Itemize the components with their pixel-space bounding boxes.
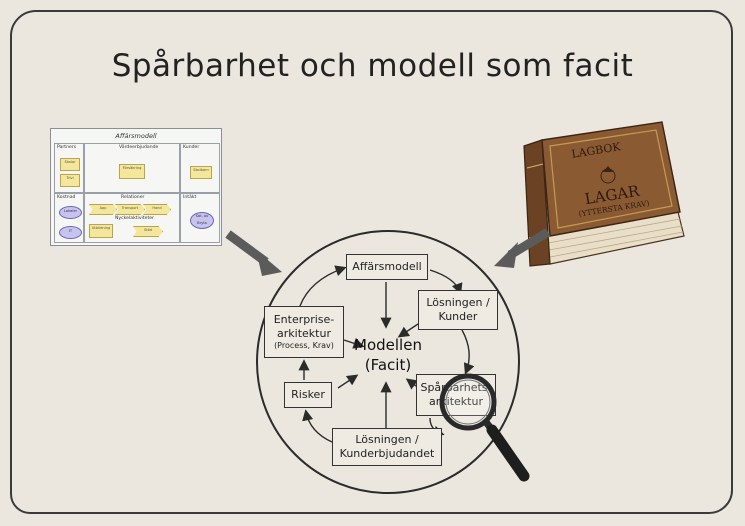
center-facit-label: (Facit) [364,355,412,374]
arrow-from-canvas [225,230,282,276]
sticky-note: Trivi [60,174,80,187]
canvas-costs-cell: Kostnad Lokaler IT [54,193,84,243]
box-losningen2-label: Lösningen / [355,433,419,447]
box-kunderbjudandet: Lösningen / Kunderbjudandet [332,428,442,466]
business-model-canvas: Affärsmodell Partners Skolor Trivi Värde… [50,128,222,246]
box-affarsmodell-label: Affärsmodell [352,260,422,274]
arrow-from-book [494,228,551,268]
sticky-note: Utbildning [89,224,113,238]
box-sparbarhet-label: Spårbarhets- [420,381,491,395]
arrow-right-to-center [397,323,419,338]
cost-oval: IT [59,226,82,239]
arrow-kunderbjudandet-to-risker [302,409,333,443]
sticky-note: Skolbarn [190,166,212,179]
box-process-krav-label: (Process, Krav) [274,340,334,350]
canvas-heading: Affärsmodell [115,132,157,140]
canvas-costs-label: Kostnad [57,195,76,200]
center-model-label: Modellen [354,336,422,354]
box-kunder-label: Kunder [438,310,478,323]
revenue-oval: Sat. av Bryta [190,212,214,229]
sticky-note: Försäkring [119,164,145,179]
page-title: Spårbarhet och modell som facit [111,48,634,84]
canvas-customers-cell: Kunder Skolbarn [180,143,220,193]
center-model: Modellen (Facit) [340,336,436,375]
canvas-customers-label: Kunder [183,145,200,150]
arrow-risker-to-center [337,374,359,389]
box-enterprise-label: Enterprise- [273,313,335,327]
canvas-activities-label: Nyckelaktiviteter [115,216,154,221]
canvas-value-cell: Värdeerbjudande Försäkring [84,143,180,193]
arrow-affars-to-losningen [429,269,463,295]
box-affarsmodell: Affärsmodell [346,254,428,280]
box-losningen-label: Lösningen / [426,296,490,310]
arrow-enterprise-to-affars [299,265,347,307]
arrow-enterprise-to-center [343,338,365,349]
canvas-revenue-cell: Intäkt Sat. av Bryta [180,193,220,243]
canvas-partners-label: Partners [57,145,77,150]
box-losningen-kunder: Lösningen / Kunder [418,290,498,330]
arrow-losningen-to-sparbarhet [461,329,475,375]
canvas-partners-cell: Partners Skolor Trivi [54,143,84,193]
box-risker-label: Risker [291,388,325,402]
box-risker: Risker [284,382,332,408]
sticky-note: Skolor [60,158,80,171]
canvas-value-label: Värdeerbjudande [119,145,159,150]
box-enterprise-arkitektur: Enterprise- arkitektur (Process, Krav) [264,306,344,358]
canvas-revenue-label: Intäkt [183,195,197,200]
outer-circle [256,230,520,494]
canvas-relations-cell: Relationer App Transport Hand Nyckelakti… [84,193,180,243]
cost-oval: Lokaler [59,206,82,219]
box-kunderbjudandet-label: Kunderbjudandet [339,447,435,460]
canvas-relations-label: Relationer [121,195,145,200]
box-arkitektur2-label: arkitektur [277,327,331,340]
